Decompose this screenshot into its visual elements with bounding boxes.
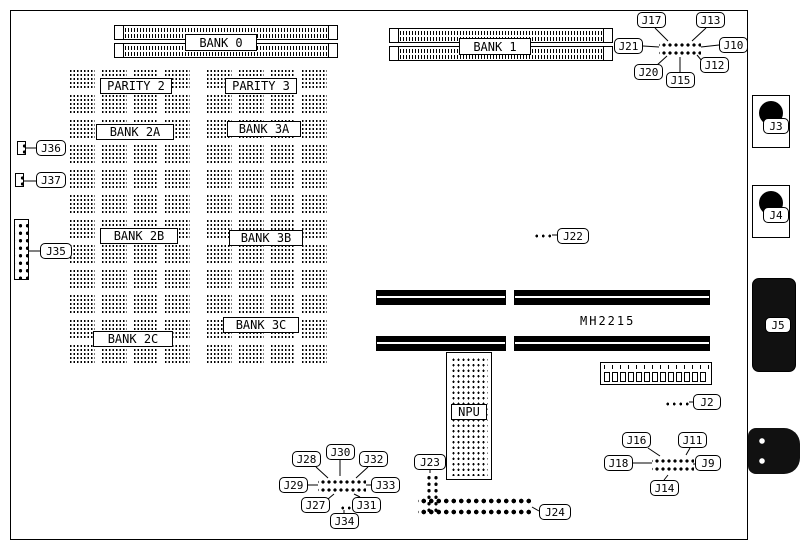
expansion-slot-1-right <box>514 290 710 305</box>
j34-connector <box>338 502 352 510</box>
j2-connector <box>663 398 689 407</box>
j27-label: J27 <box>301 497 330 513</box>
j11-label: J11 <box>678 432 707 448</box>
j10-label: J10 <box>719 37 748 53</box>
j35-connector <box>14 219 29 280</box>
j28-label: J28 <box>292 451 321 467</box>
expansion-slot-2-right <box>514 336 710 351</box>
bank2c-label: BANK 2C <box>93 331 173 347</box>
bank0-label: BANK 0 <box>185 34 257 51</box>
bank2a-label: BANK 2A <box>96 124 174 140</box>
j37-label: J37 <box>36 172 66 188</box>
j24-label: J24 <box>539 504 571 520</box>
j2-label: J2 <box>693 394 721 410</box>
j29-label: J29 <box>279 477 308 493</box>
power-connector <box>748 428 800 474</box>
bottom-center-jumper-block <box>318 476 366 495</box>
j9-label: J9 <box>695 455 721 471</box>
j5-label: J5 <box>765 317 791 333</box>
j13-label: J13 <box>696 12 725 28</box>
j21-label: J21 <box>614 38 643 54</box>
j4-label: J4 <box>763 207 789 223</box>
bank2b-label: BANK 2B <box>100 228 178 244</box>
j30-label: J30 <box>326 444 355 460</box>
j36-connector <box>17 141 26 155</box>
j35-label: J35 <box>40 243 72 259</box>
j20-label: J20 <box>634 64 663 80</box>
j22-connector <box>532 230 552 239</box>
parity2-label: PARITY 2 <box>100 78 172 94</box>
j17-label: J17 <box>637 12 666 28</box>
j15-label: J15 <box>666 72 695 88</box>
j22-label: J22 <box>557 228 589 244</box>
bank3a-label: BANK 3A <box>227 121 301 137</box>
dip-header-strip <box>600 362 712 385</box>
board-outline <box>10 10 748 540</box>
j34-label: J34 <box>330 513 359 529</box>
expansion-slot-2-left <box>376 336 506 351</box>
j32-label: J32 <box>359 451 388 467</box>
j36-label: J36 <box>36 140 66 156</box>
j23-label: J23 <box>414 454 446 470</box>
j37-connector <box>15 173 24 187</box>
j33-label: J33 <box>371 477 400 493</box>
top-right-jumper-block <box>659 39 701 57</box>
bottom-right-jumper-block <box>652 455 694 475</box>
j31-label: J31 <box>352 497 381 513</box>
dram-array-left <box>68 68 190 364</box>
parity3-label: PARITY 3 <box>225 78 297 94</box>
j3-label: J3 <box>763 118 789 134</box>
bank3c-label: BANK 3C <box>223 317 299 333</box>
chip-model-text: MH2215 <box>580 314 636 328</box>
j24-connector <box>418 493 532 517</box>
bank1-label: BANK 1 <box>459 38 531 55</box>
npu-label: NPU <box>451 404 487 420</box>
j14-label: J14 <box>650 480 679 496</box>
j18-label: J18 <box>604 455 633 471</box>
expansion-slot-1-left <box>376 290 506 305</box>
j16-label: J16 <box>622 432 651 448</box>
bank3b-label: BANK 3B <box>229 230 303 246</box>
j12-label: J12 <box>700 57 729 73</box>
